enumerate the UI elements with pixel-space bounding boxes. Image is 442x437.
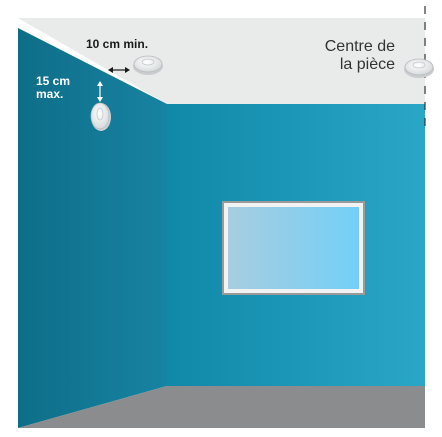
min-distance-label: 10 cm min.	[86, 37, 149, 51]
max-distance-label: 15 cm max.	[36, 75, 70, 101]
window-glass	[228, 207, 359, 289]
ceiling-smoke-detector-icon	[133, 55, 163, 75]
wall-smoke-detector-icon	[90, 102, 111, 131]
ceiling-smoke-detector-icon	[404, 58, 434, 78]
max-distance-label-line1: 15 cm	[36, 74, 71, 88]
max-distance-label-line2: max.	[36, 87, 64, 101]
room-centre-label: Centre de la pièce	[325, 38, 395, 74]
left-wall	[18, 28, 167, 428]
min-distance-arrow	[108, 67, 130, 73]
floor	[18, 386, 425, 428]
room-centre-label-line2: la pièce	[339, 56, 395, 73]
room-centre-label-line1: Centre de	[324, 38, 395, 55]
max-distance-arrow	[97, 81, 103, 102]
window	[222, 201, 365, 295]
ceiling	[18, 18, 425, 104]
